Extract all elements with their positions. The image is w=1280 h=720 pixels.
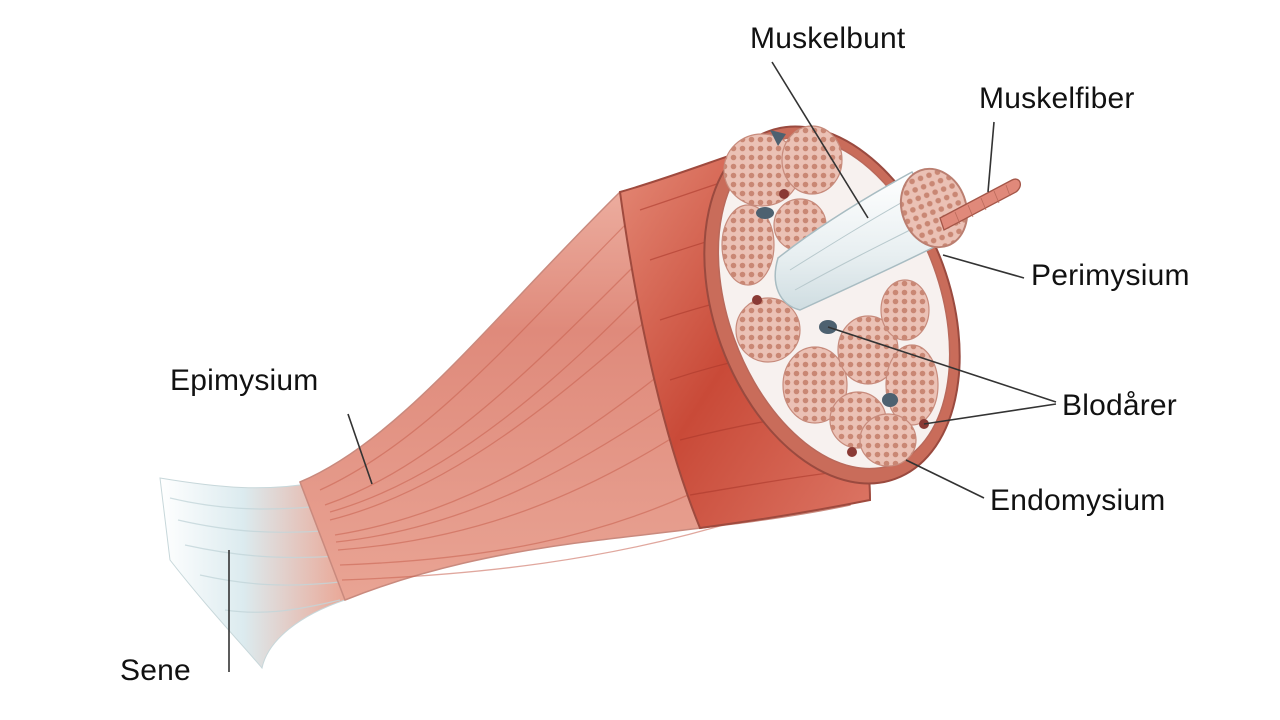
leader-lines	[228, 61, 1057, 672]
label-sene: Sene	[120, 654, 191, 687]
label-blodarer: Blodårer	[1062, 389, 1177, 422]
label-epimysium: Epimysium	[170, 364, 319, 397]
fascicle-cross-sections	[721, 125, 939, 467]
label-muskelbunt: Muskelbunt	[750, 22, 906, 55]
label-perimysium: Perimysium	[1031, 259, 1190, 292]
bundle-end	[899, 167, 969, 249]
label-endomysium: Endomysium	[990, 484, 1166, 517]
label-muskelfiber: Muskelfiber	[979, 82, 1135, 115]
muscle-fiber	[939, 178, 1022, 231]
